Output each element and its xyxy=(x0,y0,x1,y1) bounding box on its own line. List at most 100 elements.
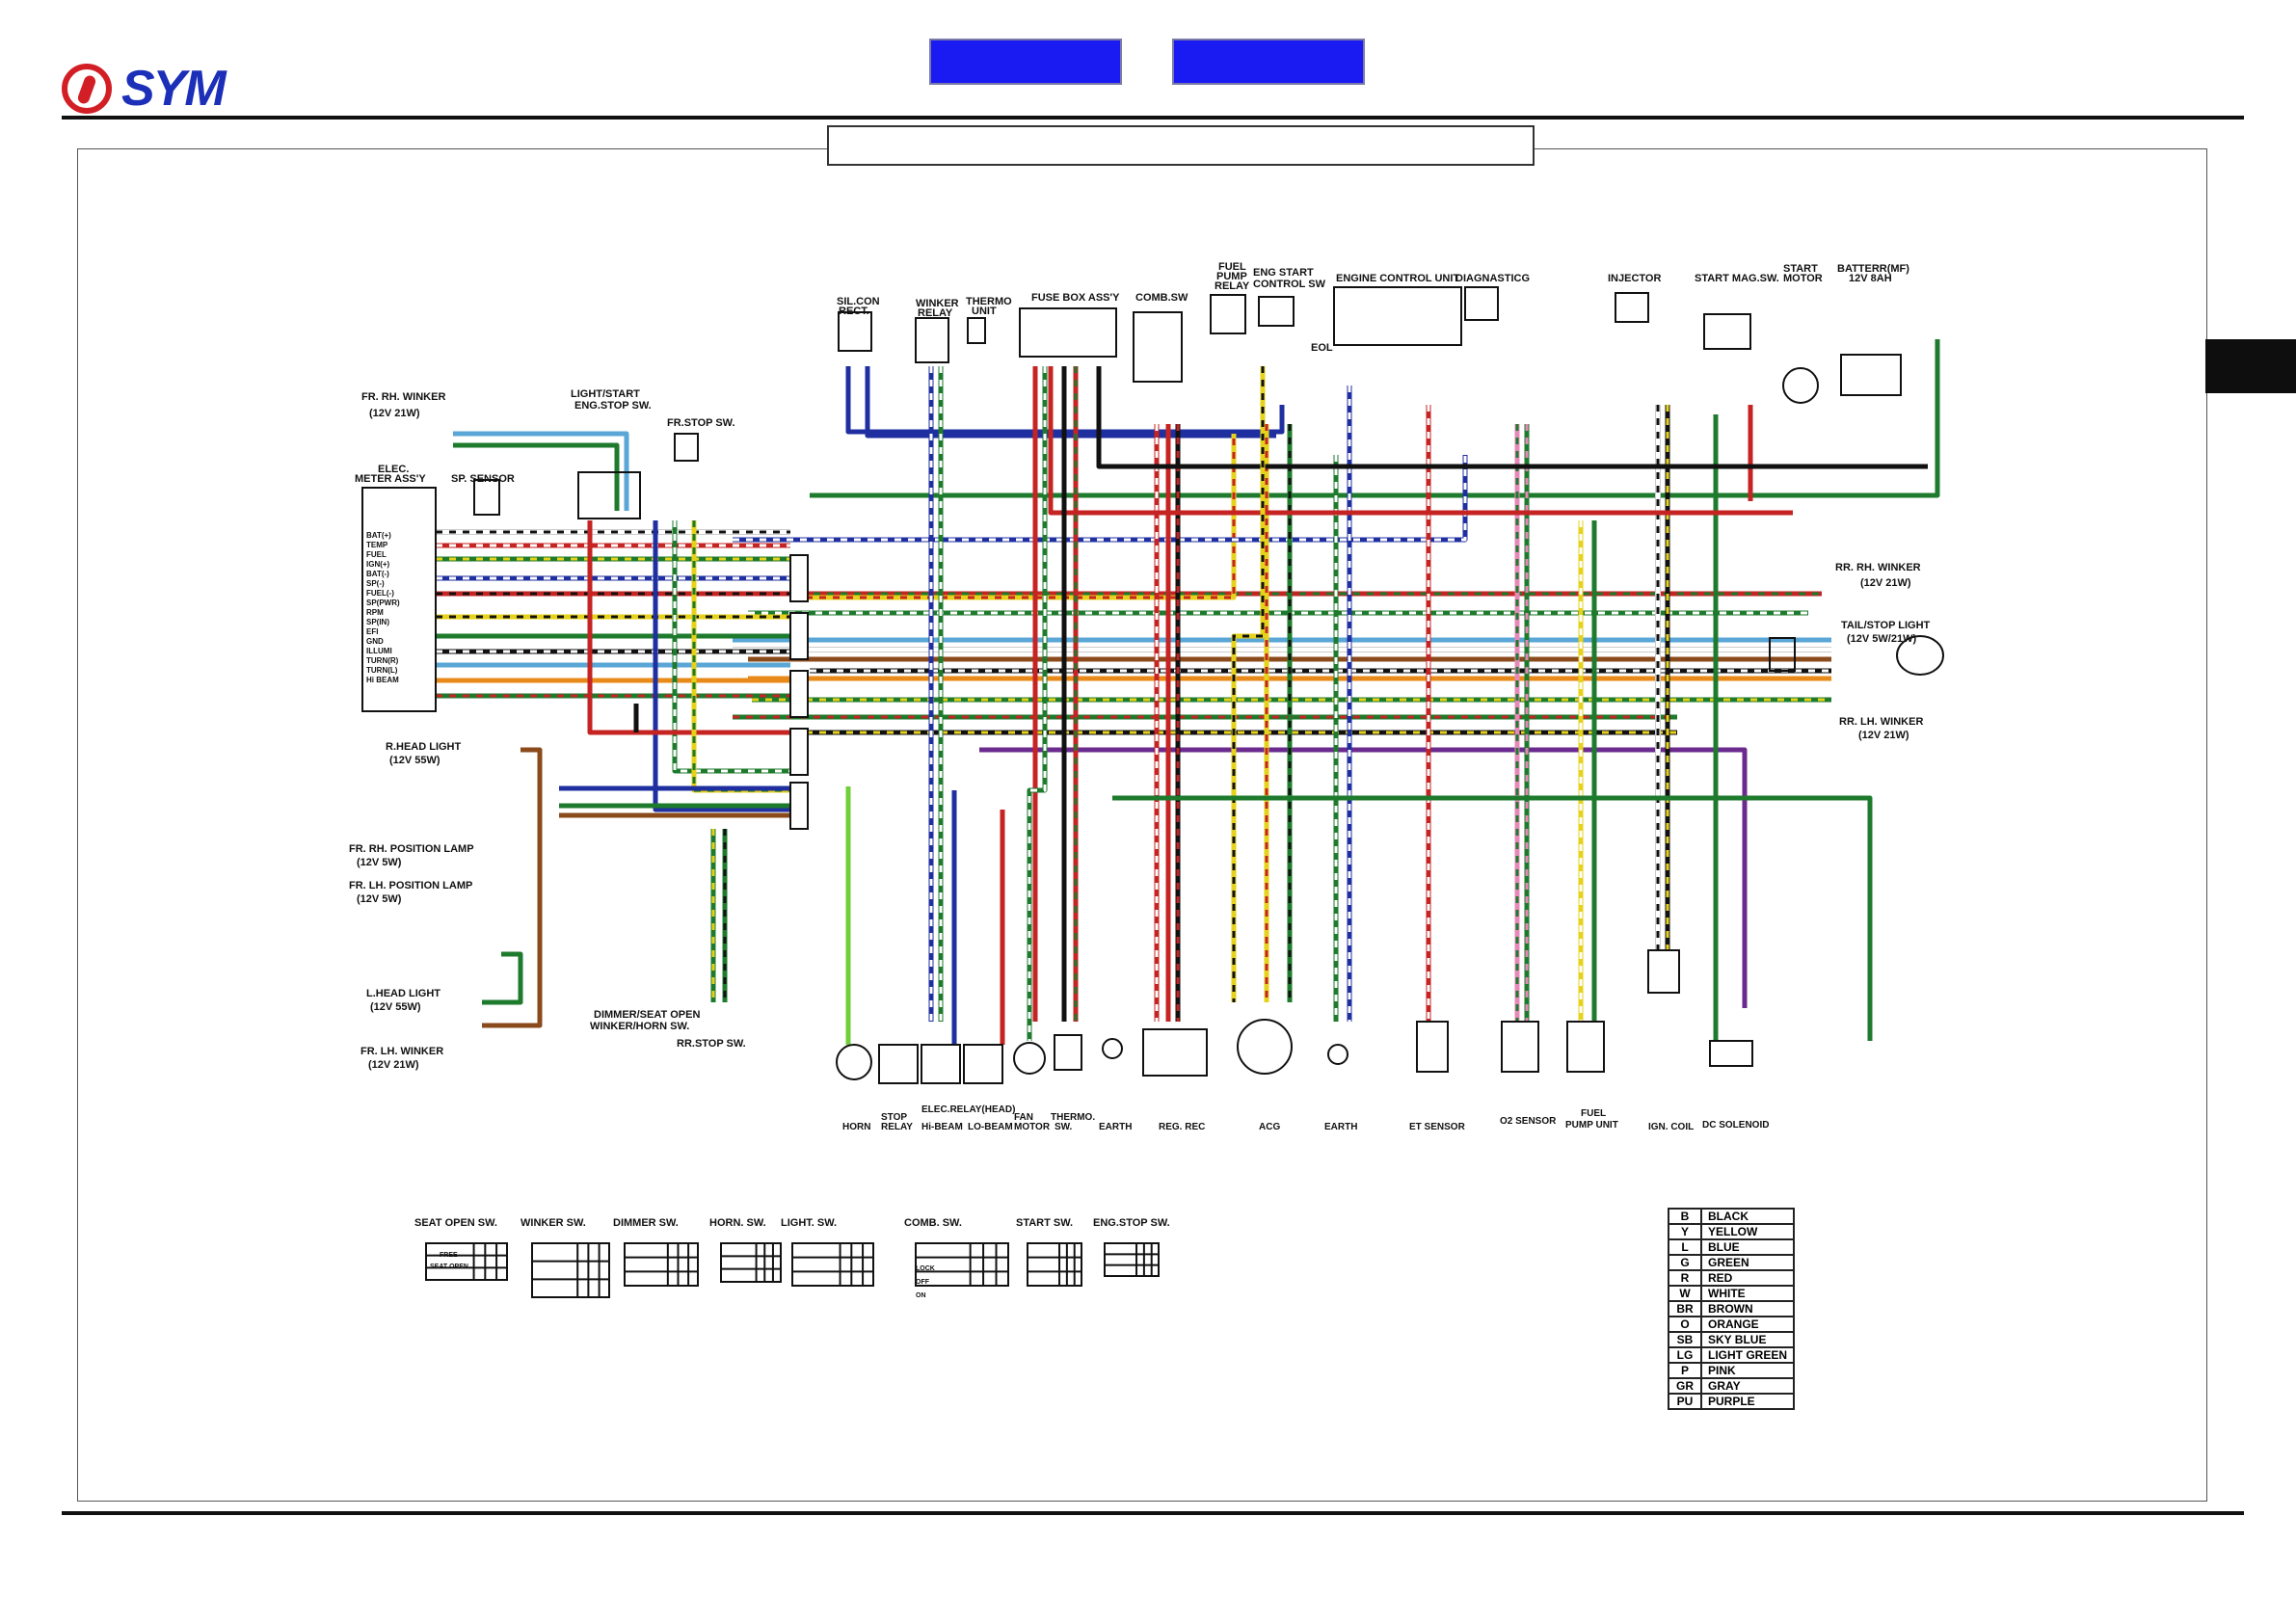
wire-62 xyxy=(587,520,790,735)
nav-button-1[interactable] xyxy=(929,39,1122,85)
wire-48 xyxy=(453,442,620,511)
bottom-component-label: REG. REC xyxy=(1159,1122,1205,1132)
component-layer xyxy=(361,286,1944,1084)
component-label: FR. LH. POSITION LAMP xyxy=(349,880,472,891)
component-label: 12V 8AH xyxy=(1849,273,1892,284)
bottom-component-label: Hi-BEAM xyxy=(921,1122,963,1132)
component-label: BATTERR(MF) xyxy=(1837,263,1909,275)
earth-icon-2 xyxy=(1327,1044,1348,1065)
component-label: FR.STOP SW. xyxy=(667,417,735,429)
wire-stripe-61 xyxy=(673,520,790,773)
battery-box xyxy=(1840,354,1902,396)
switch-state-label: OFF xyxy=(916,1279,930,1286)
meter-pin-label: ILLUMI xyxy=(366,647,392,655)
switch-table-title: WINKER SW. xyxy=(521,1217,586,1229)
light-start-switch-box xyxy=(577,471,641,519)
component-label: (12V 21W) xyxy=(369,408,420,419)
comb-switch-box xyxy=(1133,311,1183,383)
lo-beam-relay-box xyxy=(963,1044,1003,1084)
component-label: FR. RH. POSITION LAMP xyxy=(349,843,474,855)
silcon-rect-box xyxy=(838,311,872,352)
legend-code: W xyxy=(1668,1285,1702,1302)
legend-code: Y xyxy=(1668,1223,1702,1240)
bottom-component-label: PUMP UNIT xyxy=(1565,1120,1618,1131)
legend-color-name: WHITE xyxy=(1700,1285,1795,1302)
component-label: SIL.CON xyxy=(837,296,880,307)
brand-name: SYM xyxy=(121,61,227,117)
bottom-component-label: LO-BEAM xyxy=(968,1122,1013,1132)
bus-connector-3 xyxy=(789,728,809,776)
component-label: L.HEAD LIGHT xyxy=(366,988,441,999)
legend-color-name: SKY BLUE xyxy=(1700,1331,1795,1348)
acg-icon xyxy=(1237,1019,1293,1075)
wire-60 xyxy=(653,520,790,812)
meter-pin-label: FUEL(-) xyxy=(366,589,394,598)
bottom-component-label: STOP xyxy=(881,1112,907,1123)
component-label: UNIT xyxy=(972,306,997,317)
meter-pin-label: TURN(L) xyxy=(366,666,398,675)
switch-state-label: ON xyxy=(916,1292,926,1299)
bottom-component-label: EARTH xyxy=(1099,1122,1132,1132)
component-label: (12V 21W) xyxy=(1858,730,1909,741)
component-label: ENG START xyxy=(1253,267,1314,279)
bottom-component-label: ET SENSOR xyxy=(1409,1122,1466,1132)
component-label: DIMMER/SEAT OPEN xyxy=(594,1009,700,1021)
component-label: FR. RH. WINKER xyxy=(361,391,445,403)
fuse-box xyxy=(1019,307,1117,358)
bottom-component-label: EARTH xyxy=(1324,1122,1357,1132)
injector-box xyxy=(1615,292,1649,323)
ecu-box xyxy=(1333,286,1462,346)
meter-pin-label: TEMP xyxy=(366,541,388,549)
switch-table-title: HORN. SW. xyxy=(709,1217,766,1229)
bottom-component-label: SW. xyxy=(1055,1122,1073,1132)
stop-relay-box xyxy=(878,1044,919,1084)
footer-rule xyxy=(62,1511,2244,1515)
o2-sensor-box xyxy=(1501,1021,1539,1073)
component-label: RELAY xyxy=(918,307,953,319)
component-label: START MAG.SW. xyxy=(1695,273,1779,284)
component-label: R.HEAD LIGHT xyxy=(386,741,462,753)
meter-pin-label: IGN(+) xyxy=(366,560,390,569)
chapter-tab[interactable] xyxy=(2205,339,2296,393)
legend-color-name: GREEN xyxy=(1700,1254,1795,1271)
component-label: RR. RH. WINKER xyxy=(1835,562,1921,573)
ign-coil-box xyxy=(1647,949,1680,994)
wire-44 xyxy=(1112,795,1873,1041)
switch-table-title: DIMMER SW. xyxy=(613,1217,679,1229)
legend-code: G xyxy=(1668,1254,1702,1271)
component-label: THERMO xyxy=(966,296,1012,307)
component-label: (12V 5W/21W) xyxy=(1847,633,1916,645)
component-label: ELEC. xyxy=(378,464,409,475)
sym-emblem-icon xyxy=(62,64,112,114)
component-label: RR. LH. WINKER xyxy=(1839,716,1923,728)
component-label: WINKER xyxy=(916,298,959,309)
thermo-unit-box xyxy=(967,317,986,344)
switch-table-title: COMB. SW. xyxy=(904,1217,962,1229)
component-label: TAIL/STOP LIGHT xyxy=(1841,620,1931,631)
component-label: METER ASS'Y xyxy=(355,473,426,485)
fuel-pump-relay-box xyxy=(1210,294,1246,334)
wire-1 xyxy=(865,366,1276,439)
legend-color-name: BLUE xyxy=(1700,1238,1795,1256)
wire-2 xyxy=(810,339,1940,498)
bus-connector-4 xyxy=(789,782,809,830)
switch-table-3 xyxy=(720,1242,782,1283)
component-label: RECT. xyxy=(839,306,869,317)
wire-stripe-34 xyxy=(1232,366,1265,1002)
bottom-component-label: THERMO. xyxy=(1051,1112,1095,1123)
legend-code: R xyxy=(1668,1269,1702,1287)
switch-table-6 xyxy=(1027,1242,1082,1287)
switch-table-0 xyxy=(425,1242,508,1281)
meter-pin-label: BAT(-) xyxy=(366,570,389,578)
legend-color-name: BROWN xyxy=(1700,1300,1795,1317)
legend-color-name: YELLOW xyxy=(1700,1223,1795,1240)
switch-state-label: LOCK xyxy=(916,1265,935,1272)
nav-button-2[interactable] xyxy=(1172,39,1365,85)
